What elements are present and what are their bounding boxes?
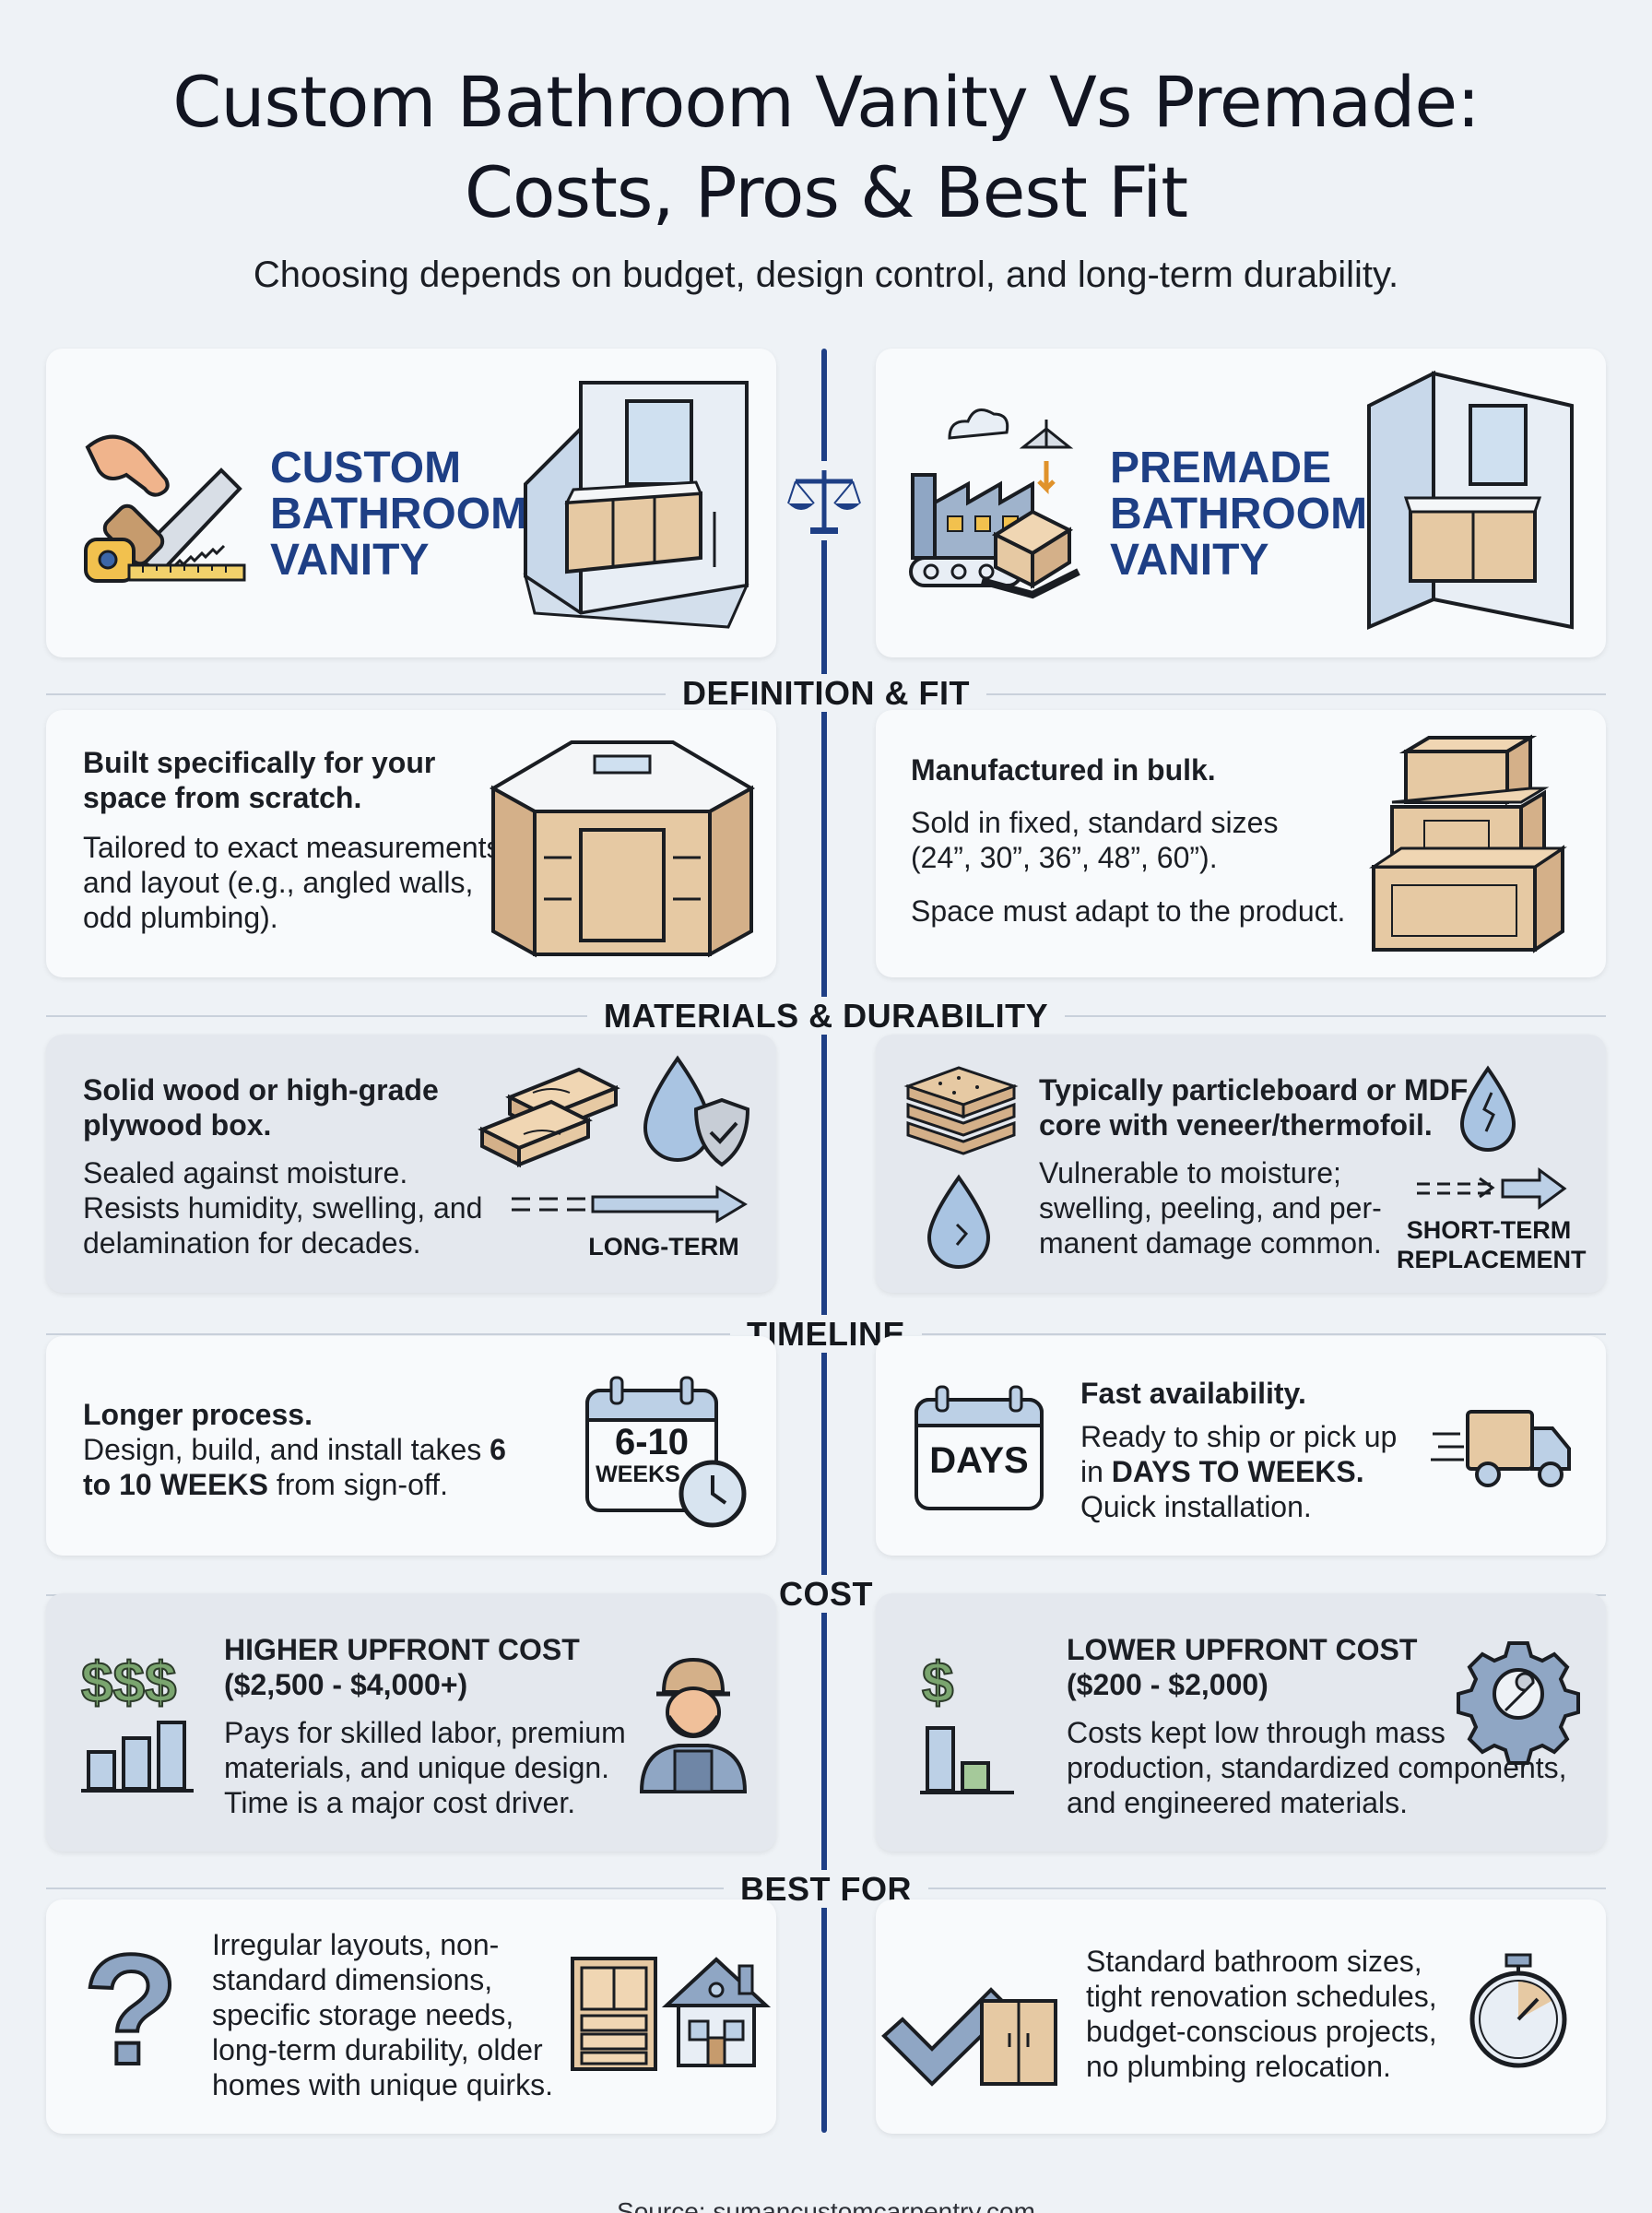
custom-cost-lead: HIGHER UPFRONT COST($2,500 - $4,000+) bbox=[224, 1633, 580, 1701]
premade-best-for-text: Standard bathroom sizes, tight renovatio… bbox=[1086, 1945, 1437, 2083]
section-label-definition: DEFINITION & FIT bbox=[0, 674, 1652, 713]
custom-materials-lead: Solid wood or high-grade plywood box. bbox=[83, 1073, 439, 1142]
page-subtitle: Choosing depends on budget, design contr… bbox=[253, 254, 1399, 295]
custom-materials-body: Sealed against moisture. Resists humidit… bbox=[83, 1156, 483, 1260]
custom-materials-card bbox=[46, 1035, 776, 1293]
wood-planks-icon bbox=[478, 1067, 620, 1168]
delivery-truck-icon bbox=[1431, 1410, 1571, 1487]
premade-timeline-lead: Fast availability. bbox=[1080, 1377, 1306, 1410]
corner-vanity-cabinet-icon bbox=[489, 740, 756, 958]
triple-dollar-icon: $$$ bbox=[80, 1651, 177, 1716]
long-term-arrow-icon bbox=[512, 1185, 748, 1224]
premade-cost-lead: LOWER UPFRONT COST($200 - $2,000) bbox=[1067, 1633, 1418, 1701]
premade-bathroom-illustration bbox=[1367, 370, 1574, 631]
premade-materials-lead: Typically particleboard or MDF core with… bbox=[1039, 1073, 1469, 1142]
custom-cost-body: Pays for skilled labor, premium material… bbox=[224, 1716, 626, 1819]
premade-timeline-body: Ready to ship or pick up in DAYS TO WEEK… bbox=[1080, 1420, 1398, 1523]
page-title: Custom Bathroom Vanity Vs Premade: Costs… bbox=[0, 57, 1652, 238]
stopwatch-icon bbox=[1469, 1953, 1567, 2068]
center-divider bbox=[821, 349, 827, 2133]
section-label-cost: COST bbox=[0, 1575, 1652, 1614]
custom-vanity-heading: CUSTOM BATHROOM VANITY bbox=[270, 444, 528, 585]
stacked-boxes-icon bbox=[1369, 734, 1567, 953]
water-drop-shield-icon bbox=[643, 1055, 750, 1167]
title-line-2: Costs, Pros & Best Fit bbox=[464, 151, 1188, 233]
premade-definition-adapt: Space must adapt to the product. bbox=[911, 894, 1346, 928]
source-credit: Source: sumancustomcarpentry.com bbox=[617, 2197, 1035, 2213]
particleboard-stack-icon bbox=[903, 1066, 1019, 1155]
custom-best-for-text: Irregular layouts, non-standard dimensio… bbox=[212, 1928, 553, 2101]
calendar-days-value: DAYS bbox=[929, 1440, 1029, 1481]
premade-vanity-heading: PREMADE BATHROOM VANITY bbox=[1110, 444, 1368, 585]
saw-and-tape-measure-icon bbox=[84, 434, 246, 583]
custom-bathroom-illustration bbox=[523, 381, 749, 629]
custom-timeline-lead: Longer process. bbox=[83, 1398, 313, 1431]
low-bar-chart-icon bbox=[920, 1726, 1014, 1794]
premade-cost-body: Costs kept low through mass production, … bbox=[1067, 1716, 1567, 1819]
gear-wrench-icon bbox=[1457, 1641, 1580, 1765]
carpenter-worker-icon bbox=[639, 1657, 748, 1793]
factory-and-box-icon bbox=[909, 408, 1080, 599]
calendar-days-icon bbox=[914, 1385, 1044, 1510]
premade-materials-body: Vulnerable to moisture; swelling, peelin… bbox=[1039, 1156, 1382, 1260]
question-mark-icon: ? bbox=[81, 1923, 181, 2098]
cracked-drop-small-icon bbox=[926, 1174, 991, 1269]
house-icon bbox=[661, 1957, 772, 2067]
calendar-weeks-value: 6-10 bbox=[614, 1422, 690, 1462]
long-term-label: LONG-TERM bbox=[588, 1233, 739, 1260]
balance-scale-icon bbox=[785, 461, 864, 540]
short-term-arrow-icon bbox=[1417, 1167, 1567, 1210]
short-term-replacement-label: SHORT-TERM REPLACEMENT bbox=[1397, 1216, 1587, 1273]
custom-definition-lead: Built specifically for your space from s… bbox=[83, 746, 436, 814]
premade-definition-lead: Manufactured in bulk. bbox=[911, 753, 1216, 787]
calendar-clock-icon bbox=[585, 1376, 747, 1528]
premade-definition-sizes: Sold in fixed, standard sizes (24”, 30”,… bbox=[911, 806, 1279, 874]
title-line-1: Custom Bathroom Vanity Vs Premade: bbox=[172, 61, 1480, 143]
section-label-materials: MATERIALS & DURABILITY bbox=[0, 997, 1652, 1035]
checkmark-cabinet-icon bbox=[881, 1987, 1057, 2087]
custom-definition-body: Tailored to exact measurements and layou… bbox=[83, 831, 502, 934]
calendar-weeks-unit: WEEKS bbox=[596, 1462, 680, 1487]
rising-bar-chart-icon bbox=[81, 1721, 194, 1793]
single-dollar-icon: $ bbox=[921, 1651, 955, 1716]
cracked-drop-icon bbox=[1459, 1065, 1516, 1152]
custom-timeline-body: Design, build, and install takes 6 to 10… bbox=[83, 1433, 506, 1501]
storage-cabinet-icon bbox=[571, 1957, 657, 2071]
